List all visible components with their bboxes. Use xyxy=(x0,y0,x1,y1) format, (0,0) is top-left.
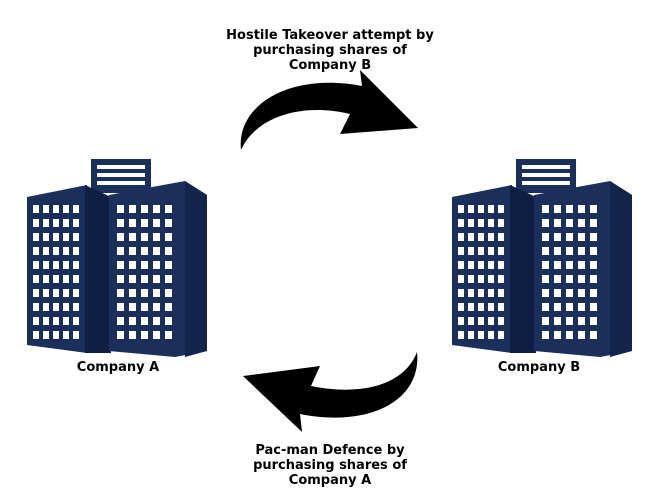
company-b-building-icon xyxy=(452,159,632,357)
top-curved-arrow-icon xyxy=(240,70,418,150)
takeover-caption: Hostile Takeover attempt by purchasing s… xyxy=(205,28,455,73)
pacman-defence-caption: Pac-man Defence by purchasing shares of … xyxy=(215,443,445,488)
pacman-caption-line-1: Pac-man Defence by xyxy=(255,443,405,458)
takeover-caption-line-2: purchasing shares of xyxy=(253,43,407,58)
company-b-label: Company B xyxy=(497,360,581,375)
pacman-caption-line-3: Company A xyxy=(288,473,372,488)
takeover-caption-line-3: Company B xyxy=(288,58,372,73)
company-a-label: Company A xyxy=(76,360,160,375)
company-a-building-icon xyxy=(27,159,207,357)
bottom-curved-arrow-icon xyxy=(243,352,418,432)
pacman-caption-line-2: purchasing shares of xyxy=(253,458,407,473)
takeover-caption-line-1: Hostile Takeover attempt by xyxy=(226,28,434,43)
